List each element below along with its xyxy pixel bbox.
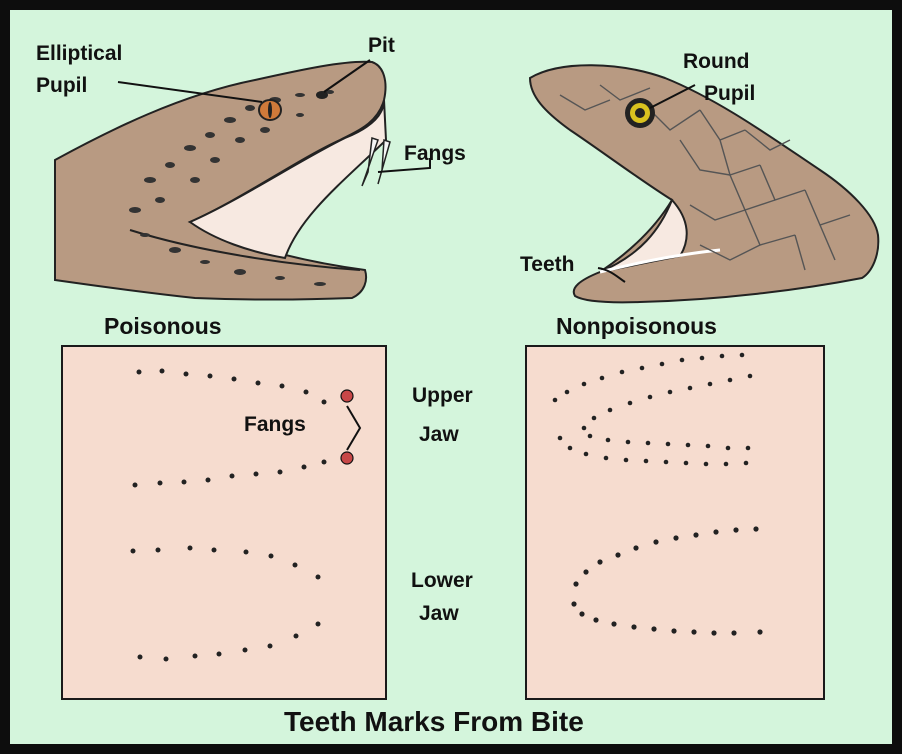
label-elliptical-pupil-1: Elliptical — [36, 42, 122, 65]
label-upper-jaw-2: Jaw — [419, 423, 459, 446]
label-round-pupil-2: Pupil — [704, 82, 755, 105]
label-fangs-marks: Fangs — [244, 413, 306, 436]
round-pupil — [635, 108, 645, 118]
label-teeth: Teeth — [520, 253, 574, 276]
caption-teeth-marks: Teeth Marks From Bite — [284, 706, 584, 737]
label-upper-jaw-1: Upper — [412, 384, 473, 407]
label-pit: Pit — [368, 34, 395, 57]
label-nonpoisonous: Nonpoisonous — [556, 313, 717, 339]
fang-mark-lower — [341, 452, 353, 464]
poisonous-bite-panel — [62, 346, 386, 699]
elliptical-pupil — [268, 102, 272, 118]
label-round-pupil-1: Round — [683, 50, 749, 73]
fang-mark-upper — [341, 390, 353, 402]
label-lower-jaw-1: Lower — [411, 569, 473, 592]
label-fangs-head: Fangs — [404, 142, 466, 165]
label-lower-jaw-2: Jaw — [419, 602, 459, 625]
label-elliptical-pupil-2: Pupil — [36, 74, 87, 97]
pit-marker — [316, 91, 328, 99]
nonpoisonous-bite-panel — [526, 346, 824, 699]
label-poisonous: Poisonous — [104, 313, 222, 339]
